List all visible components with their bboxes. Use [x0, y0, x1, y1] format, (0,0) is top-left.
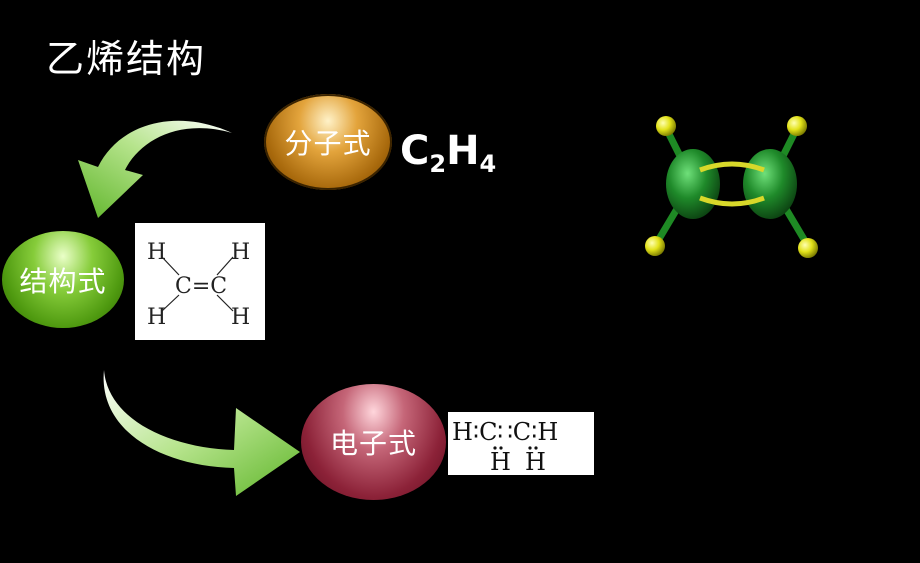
structural-formula-drawing: H H H H C=C — [147, 240, 250, 330]
electron-h-right: H — [525, 448, 546, 475]
structural-formula-bubble: 结构式 — [2, 231, 124, 328]
double-bond-lower — [699, 195, 765, 207]
h-top-right: H — [231, 240, 250, 265]
h-top-left: H — [147, 240, 166, 265]
molecular-formula-label: 分子式 — [284, 127, 372, 160]
hydrogen-atom-4 — [798, 238, 818, 258]
formula-h: H — [446, 128, 480, 174]
arrow-formula-to-struct — [78, 120, 232, 218]
h-bottom-right: H — [231, 305, 250, 330]
h-bottom-left: H — [147, 305, 166, 330]
electron-formula-drawing: H∶C∷C∶H H H — [452, 418, 558, 476]
molecular-formula-bubble: 分子式 — [264, 94, 392, 190]
hydrogen-atom-2 — [645, 236, 665, 256]
bond-bottom-left — [161, 294, 180, 312]
electron-formula-row1: H∶C∷C∶H — [452, 418, 558, 446]
formula-h-subscript: 4 — [479, 150, 497, 178]
c-double-bond-c: C=C — [175, 274, 227, 299]
lone-electron-dots — [493, 446, 538, 450]
structural-formula-box: H H H H C=C — [135, 223, 265, 340]
hydrogen-atom-1 — [656, 116, 676, 136]
double-bond-upper — [699, 161, 765, 173]
slide-title: 乙烯结构 — [46, 37, 207, 81]
electron-formula-bubble: 电子式 — [301, 384, 446, 500]
carbon-atom-right — [743, 149, 797, 219]
hydrogen-atom-3 — [787, 116, 807, 136]
carbon-atom-left — [666, 149, 720, 219]
formula-c: C — [400, 128, 430, 174]
structural-formula-label: 结构式 — [19, 264, 107, 298]
electron-formula-label: 电子式 — [329, 427, 417, 460]
electron-formula-box: H∶C∷C∶H H H — [448, 412, 594, 476]
bond-top-left — [161, 256, 180, 276]
molecular-formula: C2H4 — [400, 128, 496, 178]
electron-h-left: H — [490, 448, 511, 475]
arrow-struct-to-electron — [103, 370, 300, 496]
bond-top-right — [216, 256, 234, 276]
formula-c-subscript: 2 — [429, 150, 447, 178]
bond-bottom-right — [216, 294, 234, 312]
